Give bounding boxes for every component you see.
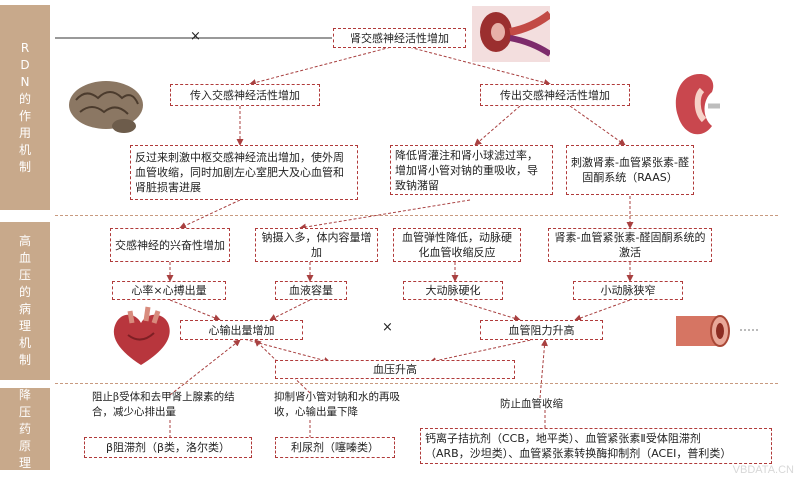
resistance-text: 血管阻力升高 [508,323,575,337]
sidebar-rdn: RDN的作用机制 [0,5,50,210]
kidney-cross-section-image [675,74,720,135]
sidebar-drugs-label: 降压药原理 [18,387,31,470]
raas-activation-box: 肾素-血管紧张素-醛固酮系统的激活 [548,228,712,262]
sidebar-pathology-label: 高血压的病理机制 [18,234,31,367]
heart-rate-box: 心率×心搏出量 [112,281,226,300]
arteriole-narrow-text: 小动脉狭窄 [600,284,656,297]
aorta-sclerosis-text: 大动脉硬化 [425,284,481,297]
afferent-box: 传入交感神经活性增加 [170,84,320,106]
sympathetic-excite-box: 交感神经的兴奋性增加 [110,228,230,262]
heart-image [113,306,170,365]
heart-rate-text: 心率×心搏出量 [131,284,207,297]
beta-note: 阻止β受体和去甲肾上腺素的结合，减少心排出量 [92,390,242,420]
diuretic-note-text: 抑制肾小管对钠和水的再吸收，心输出量下降 [274,391,400,418]
beta-blocker-box: β阻滞剂（β类，洛尔类） [84,437,252,458]
antihypertensive-box: 钙离子拮抗剂（CCB，地平类）、血管紧张素Ⅱ受体阻滞剂 （ARB，沙坦类）、血管… [420,428,772,464]
sodium-intake-box: 钠摄入多，体内容量增加 [255,228,378,262]
multiply-mark: × [382,320,393,335]
artery-image [676,315,730,347]
raas-stim-text: 刺激肾素-血管紧张素-醛固酮系统（RAAS） [571,156,689,184]
diuretic-box: 利尿剂（噻嗪类） [275,437,395,458]
diuretic-note: 抑制肾小管对钠和水的再吸收，心输出量下降 [274,390,409,420]
watermark: VBDATA.CN [732,464,794,476]
elasticity-text: 血管弹性降低，动脉硬化血管收缩反应 [402,231,512,259]
vaso-note: 防止血管收缩 [500,397,600,412]
section-divider-1 [55,215,778,216]
elasticity-box: 血管弹性降低，动脉硬化血管收缩反应 [393,228,521,262]
kidney-artery-image [472,6,550,62]
cardiac-output-text: 心输出量增加 [208,323,275,337]
aorta-sclerosis-box: 大动脉硬化 [403,281,503,300]
brain-image [69,81,143,133]
section-divider-2 [55,383,778,384]
sodium-intake-text: 钠摄入多，体内容量增加 [261,231,372,259]
antihypertensive-line-2: （ARB，沙坦类）、血管紧张素转换酶抑制剂（ACEI，普利类） [425,447,732,460]
bp-rise-box: 血压升高 [275,360,515,379]
beta-blocker-text: β阻滞剂（β类，洛尔类） [105,441,231,454]
sidebar-drugs: 降压药原理 [0,388,50,470]
central-text: 反过来刺激中枢交感神经流出增加，使外周血管收缩，同时加剧左心室肥大及心血管和肾脏… [135,151,344,194]
vaso-note-text: 防止血管收缩 [500,398,563,410]
efferent-box: 传出交感神经活性增加 [480,84,630,106]
afferent-text: 传入交感神经活性增加 [190,88,300,102]
raas-stim-box: 刺激肾素-血管紧张素-醛固酮系统（RAAS） [566,145,694,195]
beta-note-text: 阻止β受体和去甲肾上腺素的结合，减少心排出量 [92,391,235,418]
antihypertensive-line-1: 钙离子拮抗剂（CCB，地平类）、血管紧张素Ⅱ受体阻滞剂 [425,432,701,445]
renal-perfusion-box: 降低肾灌注和肾小球滤过率，增加肾小管对钠的重吸收，导致钠潴留 [390,145,553,195]
blood-volume-text: 血液容量 [289,284,333,297]
block-mark: × [190,29,201,44]
sympathetic-excite-text: 交感神经的兴奋性增加 [115,238,225,252]
cardiac-output-box: 心输出量增加 [180,320,303,340]
arteriole-narrow-box: 小动脉狭窄 [573,281,683,300]
sidebar-pathology: 高血压的病理机制 [0,222,50,380]
efferent-text: 传出交感神经活性增加 [500,88,610,102]
central-box: 反过来刺激中枢交感神经流出增加，使外周血管收缩，同时加剧左心室肥大及心血管和肾脏… [130,145,358,200]
renal-perfusion-text: 降低肾灌注和肾小球滤过率，增加肾小管对钠的重吸收，导致钠潴留 [395,148,538,192]
bp-rise-text: 血压升高 [373,363,417,376]
raas-activation-text: 肾素-血管紧张素-醛固酮系统的激活 [554,231,706,259]
renal-sympathetic-box: 肾交感神经活性增加 [333,28,466,48]
renal-sympathetic-text: 肾交感神经活性增加 [350,31,449,45]
diuretic-text: 利尿剂（噻嗪类） [291,441,379,454]
blood-volume-box: 血液容量 [275,281,347,300]
resistance-box: 血管阻力升高 [480,320,603,340]
sidebar-rdn-label: RDN的作用机制 [18,40,31,174]
